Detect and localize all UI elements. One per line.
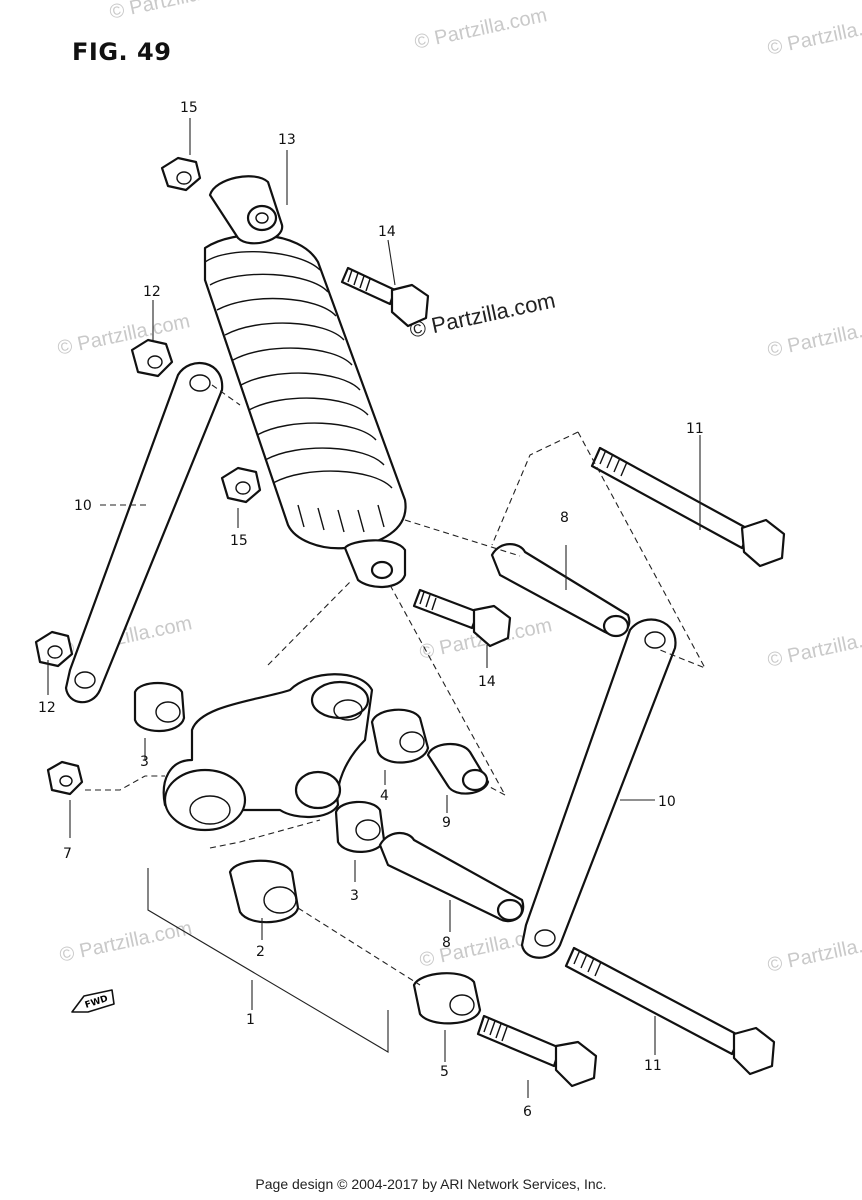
callout-14-top[interactable]: 14 [378,224,396,240]
callout-12-lower[interactable]: 12 [38,700,56,716]
callout-2[interactable]: 2 [256,944,265,960]
callout-3-right[interactable]: 3 [350,888,359,904]
leader-lines [47,118,707,1098]
bushing-3-left[interactable] [133,681,186,733]
callout-1[interactable]: 1 [246,1012,255,1028]
link-rod-10-right[interactable] [520,618,677,959]
callout-8-top[interactable]: 8 [560,510,569,526]
shock-absorber[interactable] [203,175,407,588]
callout-9[interactable]: 9 [442,815,451,831]
callout-10-right[interactable]: 10 [658,794,676,810]
collar-5[interactable] [412,972,482,1025]
callout-15-mid[interactable]: 15 [230,533,248,549]
callout-11-lower[interactable]: 11 [644,1058,662,1074]
callout-11-top[interactable]: 11 [686,421,704,437]
callout-13[interactable]: 13 [278,132,296,148]
bushing-3-right[interactable] [334,800,386,853]
callout-7[interactable]: 7 [63,846,72,862]
bolt-11-lower[interactable] [564,946,776,1076]
bearing-2[interactable] [228,859,300,924]
link-rod-10-left[interactable] [64,361,224,704]
bolt-11-top[interactable] [590,446,786,568]
figure-title: FIG. 49 [72,38,172,66]
nut-15-top[interactable] [160,156,202,192]
callout-12-upper[interactable]: 12 [143,284,161,300]
bolt-14-mid[interactable] [412,588,512,648]
callout-5[interactable]: 5 [440,1064,449,1080]
callout-15-top[interactable]: 15 [180,100,198,116]
callout-10-left[interactable]: 10 [74,498,92,514]
callout-4[interactable]: 4 [380,788,389,804]
nut-7[interactable] [46,760,84,796]
callout-6[interactable]: 6 [523,1104,532,1120]
page-footer: Page design © 2004-2017 by ARI Network S… [255,1176,607,1192]
callout-labels: 15 13 14 12 10 15 11 8 14 12 3 4 9 10 7 … [38,100,704,1120]
nut-15-mid[interactable] [220,466,262,504]
bolt-14-top[interactable] [340,266,430,328]
callout-8-lower[interactable]: 8 [442,935,451,951]
callout-14-mid[interactable]: 14 [478,674,496,690]
forward-direction-arrow: FWD [71,989,115,1013]
nut-12-lower[interactable] [34,630,74,668]
sleeve-8-lower[interactable] [378,832,525,923]
collar-9[interactable] [426,743,490,795]
cushion-lever[interactable] [162,673,374,832]
sleeve-8-top[interactable] [490,543,631,638]
nut-12-upper[interactable] [130,338,174,378]
bolt-6[interactable] [476,1014,598,1088]
callout-3-left[interactable]: 3 [140,754,149,770]
bushing-4[interactable] [370,708,430,764]
